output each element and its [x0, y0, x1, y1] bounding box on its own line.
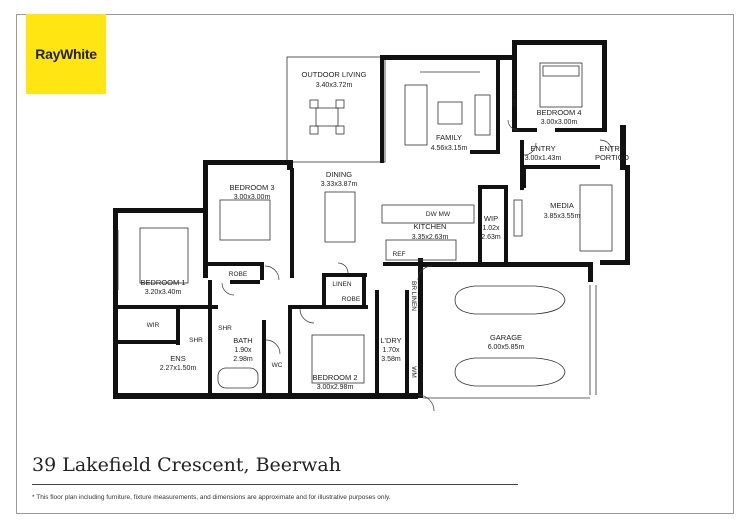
exterior-walls: [113, 40, 630, 399]
wip-dims-1: 1.02x: [482, 225, 500, 232]
bedroom4-dims: 3.00x3.00m: [541, 119, 578, 126]
outdoor-living-dims: 3.40x3.72m: [316, 82, 353, 89]
outdoor-living-label: OUTDOOR LIVING: [301, 70, 366, 79]
shr2-label: SHR: [218, 325, 232, 332]
bath-dims-1: 1.90x: [234, 347, 252, 354]
wc-label: WC: [272, 362, 283, 369]
doors: [221, 119, 613, 412]
bedroom4-label: BEDROOM 4: [536, 108, 581, 117]
property-address: 39 Lakefield Crescent, Beerwah: [32, 454, 341, 476]
bedroom2-dims: 3.00x2.98m: [317, 384, 354, 391]
kitchen-dims: 3.35x2.63m: [412, 234, 449, 241]
entry-portico-label-2: PORTICO: [595, 153, 629, 162]
wm-label: WM: [410, 366, 417, 378]
outdoor-living-area: [286, 56, 386, 163]
robe-b3-label: ROBE: [229, 271, 248, 278]
bedroom3-dims: 3.00x3.00m: [234, 194, 271, 201]
family-label: FAMILY: [436, 133, 462, 142]
interior-walls: [118, 128, 537, 393]
disclaimer-text: * This floor plan including furniture, f…: [32, 494, 391, 501]
ens-label: ENS: [170, 354, 185, 363]
ref-label: REF: [393, 251, 406, 258]
ldry-label: L'DRY: [380, 336, 401, 345]
outdoor-table: [309, 99, 345, 135]
entry-dims: 3.00x1.43m: [525, 155, 562, 162]
wip-dims-2: 2.63m: [481, 234, 501, 241]
shr1-label: SHR: [189, 337, 203, 344]
ens-dims: 2.27x1.50m: [160, 365, 197, 372]
entry-label: ENTRY: [530, 144, 555, 153]
garage-label: GARAGE: [490, 333, 522, 342]
ldry-dims-1: 1.70x: [382, 347, 400, 354]
media-dims: 3.85x3.55m: [544, 213, 581, 220]
robe-b4-label: ROBE: [510, 90, 517, 109]
media-label: MEDIA: [550, 201, 574, 210]
linen-label: LINEN: [332, 281, 351, 288]
dining-dims: 3.33x3.87m: [321, 181, 358, 188]
bedroom2-label: BEDROOM 2: [312, 373, 357, 382]
bath-dims-2: 2.98m: [233, 356, 253, 363]
robe-b2-label: ROBE: [342, 296, 361, 303]
family-dims: 4.56x3.15m: [431, 145, 468, 152]
address-divider: [32, 484, 518, 485]
ldry-dims-2: 3.58m: [381, 356, 401, 363]
bedroom1-label: BEDROOM 1: [140, 278, 185, 287]
bedroom1-dims: 3.20x3.40m: [145, 289, 182, 296]
garage-dims: 6.00x5.85m: [488, 344, 525, 351]
wip-label: WIP: [484, 214, 498, 223]
br-linen-label: BR LINEN: [410, 281, 417, 311]
dw-mw-label: DW MW: [426, 211, 451, 218]
wir-label: WIR: [147, 322, 160, 329]
brand-logo-text: RayWhite: [35, 46, 97, 62]
brand-logo: RayWhite: [26, 14, 106, 94]
windows: [117, 71, 597, 399]
bath-label: BATH: [233, 336, 252, 345]
bedroom3-label: BEDROOM 3: [229, 183, 274, 192]
dining-label: DINING: [326, 170, 352, 179]
furniture: [139, 62, 613, 389]
entry-portico-label: ENTRY: [599, 144, 624, 153]
kitchen-label: KITCHEN: [414, 222, 447, 231]
